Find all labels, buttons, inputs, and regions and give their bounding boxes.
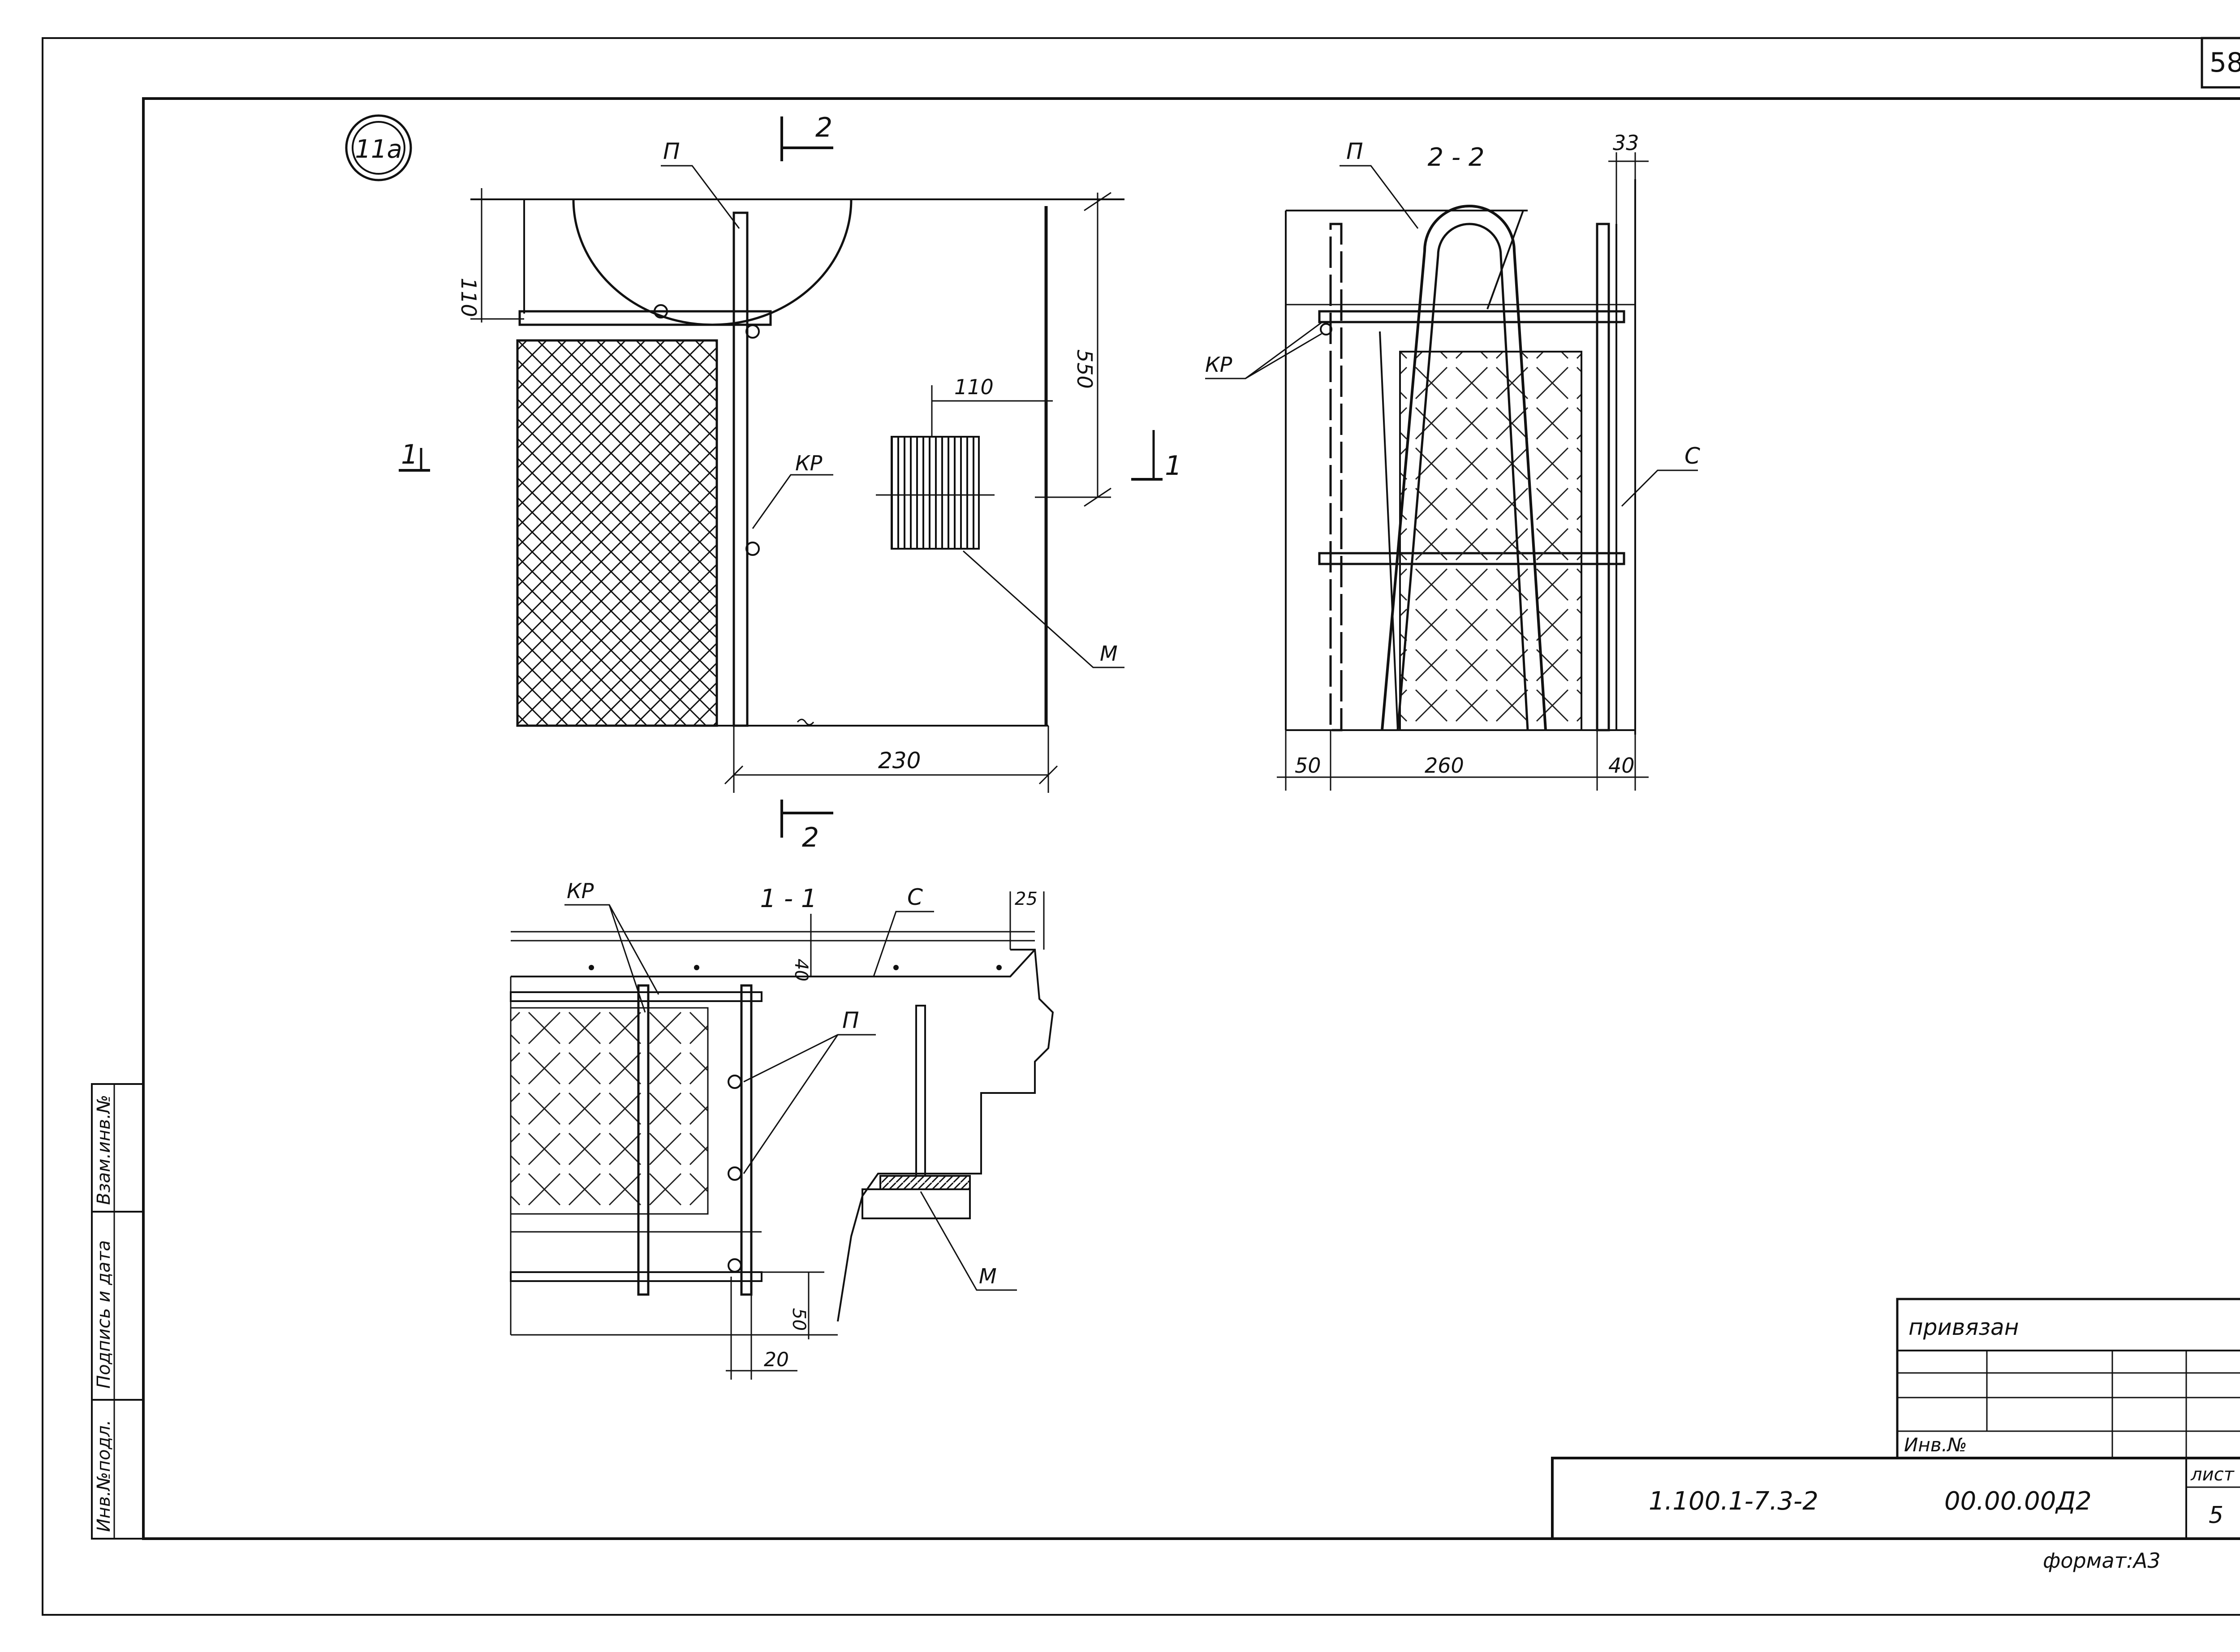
label-kr: КР (795, 451, 823, 475)
dim-230: 230 (878, 748, 921, 774)
dim-110-horiz: 110 (954, 375, 994, 399)
dim-50: 50 (1295, 753, 1321, 778)
label-c-2-2: С (1684, 443, 1700, 469)
format-label: формат:А3 (2043, 1549, 2161, 1573)
dim-20: 20 (764, 1348, 789, 1371)
sheet-number: 5 (2209, 1502, 2223, 1529)
title-inv-no: Инв.№ (1904, 1434, 1967, 1456)
section-mark-top: 2 (815, 112, 832, 143)
doc-code: 00.00.00Д2 (1944, 1487, 2092, 1516)
masonry-block-main (516, 339, 718, 727)
section-mark-left: 1 (401, 439, 418, 470)
label-p-2-2: П (1346, 138, 1363, 164)
section-title-2-2: 2 - 2 (1427, 143, 1484, 172)
detail-mark: 11а (345, 114, 412, 181)
title-attached: привязан (1908, 1314, 2019, 1340)
project-code: 1.100.1-7.3-2 (1649, 1487, 1818, 1516)
dim-40: 40 (1608, 753, 1635, 778)
stamp-inv-podl: Инв.№подл. (94, 1420, 114, 1532)
dim-550: 550 (1073, 349, 1097, 389)
label-p: П (663, 138, 680, 164)
stamp-signature-date: Подпись и дата (94, 1240, 114, 1389)
sheet-label: лист (2190, 1464, 2235, 1485)
label-c-1-1: С (907, 884, 923, 910)
dim-260: 260 (1425, 753, 1464, 778)
label-m-1-1: М (979, 1264, 997, 1288)
drawing-frame (142, 97, 2240, 1540)
masonry-block-2-2 (1399, 351, 1582, 731)
stamp-replace-inv: Взам.инв.№ (94, 1095, 114, 1205)
side-stamp: Инв.№подл. Подпись и дата Взам.инв.№ (91, 1083, 144, 1540)
vent-grille (891, 436, 980, 550)
outer-border (42, 37, 2240, 1616)
dim-33: 33 (1613, 131, 1639, 155)
section-mark-right: 1 (1165, 450, 1182, 482)
view-main: 2 2 1 1 П КР М 110 550 110 230 (399, 112, 1182, 853)
label-p-1-1: П (842, 1007, 859, 1033)
support-plate (879, 1175, 971, 1190)
label-kr-2-2: КР (1205, 353, 1232, 377)
section-1-1: 1 - 1 КР С П М 25 40 50 20 (510, 879, 1054, 1380)
section-2-2: 2 - 2 П КР С 33 50 260 40 (1205, 131, 1700, 791)
section-mark-bottom: 2 (802, 822, 819, 853)
masonry-block-1-1 (510, 1007, 709, 1215)
page-number-box (2201, 37, 2240, 89)
dim-40-1-1: 40 (791, 959, 811, 981)
section-title-1-1: 1 - 1 (760, 884, 817, 913)
svg-text:11а: 11а (355, 135, 402, 164)
label-m: М (1100, 641, 1118, 666)
label-kr-1-1: КР (567, 879, 594, 903)
dim-50-1-1: 50 (788, 1308, 809, 1331)
dim-25: 25 (1015, 889, 1038, 909)
page-number: 58 (2210, 47, 2240, 78)
title-block: привязан Инв.№ 1.100.1-7.3-2 00.00.00Д2 … (1551, 1298, 2240, 1540)
dim-110-vert: 110 (457, 278, 481, 317)
